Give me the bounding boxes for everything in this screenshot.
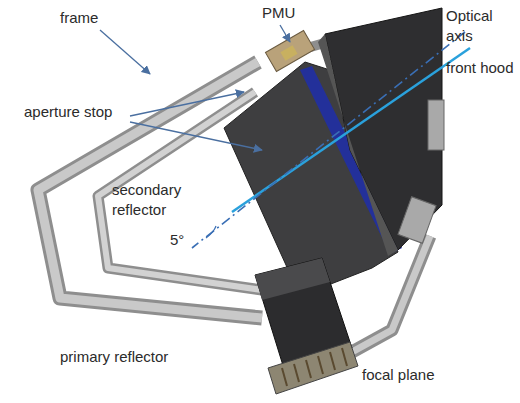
hood-mount — [398, 100, 444, 243]
optical-axis-line — [232, 48, 470, 212]
reference-axis-dashdot — [192, 32, 465, 248]
part-label: frame — [60, 8, 98, 28]
angle-arc — [206, 226, 216, 238]
part-label: focal plane — [362, 365, 435, 385]
focal-plane-assembly — [268, 342, 358, 394]
axis-label: Optical axis — [446, 6, 510, 46]
leader-lines — [100, 25, 290, 150]
part-label: primary reflector — [60, 347, 168, 367]
part-label: aperture stop — [24, 102, 112, 122]
part-label: PMU — [262, 3, 295, 23]
front-hood — [325, 8, 442, 250]
angle-label: 5° — [170, 230, 184, 250]
part-label: front hood — [446, 58, 514, 78]
part-label: secondary reflector — [112, 180, 196, 220]
